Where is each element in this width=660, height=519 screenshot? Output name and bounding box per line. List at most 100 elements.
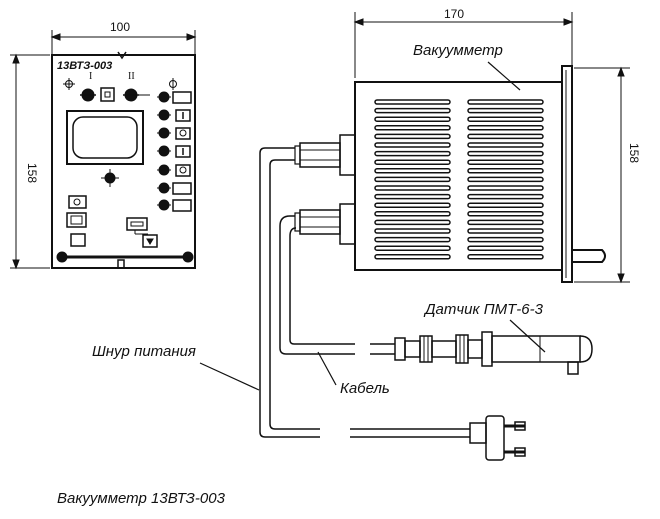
vent-slat bbox=[374, 245, 451, 251]
cable-leader bbox=[317, 351, 337, 386]
sensor-socket[interactable] bbox=[294, 203, 356, 245]
power-cord-inner bbox=[269, 159, 320, 430]
front-width-label: 100 bbox=[110, 20, 130, 34]
vent-slat bbox=[374, 133, 451, 140]
vent-slat bbox=[467, 107, 544, 114]
control-button-6[interactable] bbox=[172, 182, 192, 195]
sensor-pmt bbox=[394, 331, 593, 375]
side-handle-knob bbox=[572, 249, 606, 263]
top-mount-icon bbox=[117, 51, 127, 60]
vent-slat bbox=[467, 142, 544, 148]
vent-slat bbox=[467, 236, 544, 243]
vent-slat bbox=[374, 254, 451, 260]
vent-slat bbox=[467, 168, 544, 174]
control-button-5[interactable] bbox=[175, 164, 191, 177]
range-indicator-right bbox=[169, 78, 177, 90]
vent-slat bbox=[374, 202, 451, 208]
side-width-dimension bbox=[353, 12, 574, 78]
display-screen bbox=[72, 116, 138, 159]
control-knob-6[interactable] bbox=[157, 182, 171, 194]
sensor-connector-nut bbox=[394, 337, 406, 361]
side-title: Вакуумметр bbox=[413, 42, 503, 59]
power-switch[interactable] bbox=[68, 195, 87, 209]
adjust-knob[interactable] bbox=[101, 169, 119, 187]
vent-slat bbox=[467, 150, 544, 157]
display-window bbox=[66, 110, 144, 165]
side-view: 170 158 Вакуумметр bbox=[294, 7, 641, 284]
vent-slat bbox=[467, 176, 544, 183]
range-button-center-inner bbox=[104, 91, 111, 98]
control-knob-7[interactable] bbox=[157, 199, 171, 211]
zero-button[interactable] bbox=[66, 212, 87, 228]
side-height-dimension bbox=[574, 66, 630, 284]
vent-slat bbox=[467, 254, 544, 260]
control-knob-2[interactable] bbox=[157, 109, 171, 121]
sensor-pin bbox=[567, 361, 579, 375]
sensor-cable-outer bbox=[279, 215, 355, 355]
front-height-dimension bbox=[10, 53, 50, 270]
vent-slat bbox=[374, 211, 451, 217]
vent-slat bbox=[467, 185, 544, 191]
front-panel: 100 158 13ВТЗ-003 I II bbox=[10, 20, 197, 270]
model-label: 13ВТЗ-003 bbox=[57, 60, 112, 72]
vent-slat bbox=[374, 159, 451, 165]
vent-slat bbox=[467, 245, 544, 251]
vent-slat bbox=[374, 236, 451, 243]
sensor-tube bbox=[491, 335, 581, 363]
vent-slat bbox=[467, 193, 544, 200]
side-height-label: 158 bbox=[627, 143, 641, 163]
power-cord-leader bbox=[199, 362, 260, 391]
front-height-label: 158 bbox=[25, 163, 39, 183]
control-button-2[interactable] bbox=[175, 109, 191, 122]
vent-slat bbox=[374, 228, 451, 234]
range-button-center[interactable] bbox=[100, 87, 115, 102]
vent-slat bbox=[374, 219, 451, 226]
vent-slat bbox=[467, 211, 544, 217]
ground-terminal[interactable] bbox=[142, 234, 158, 248]
vent-slat bbox=[467, 125, 544, 131]
vent-slat bbox=[374, 150, 451, 157]
vent-slat bbox=[374, 142, 451, 148]
power-plug bbox=[469, 415, 526, 461]
vent-slat bbox=[374, 99, 451, 105]
control-button-3[interactable] bbox=[175, 127, 191, 140]
power-cord-outer bbox=[259, 147, 320, 438]
range-label-2: II bbox=[128, 71, 135, 82]
control-knob-3[interactable] bbox=[157, 127, 171, 139]
control-knob-4[interactable] bbox=[157, 145, 171, 157]
side-title-leader bbox=[487, 61, 521, 91]
range-label-1: I bbox=[89, 71, 92, 82]
vent-slat bbox=[467, 228, 544, 234]
vent-grill-left bbox=[374, 99, 451, 260]
power-cord-label: Шнур питания bbox=[92, 343, 196, 360]
front-width-dimension bbox=[50, 30, 197, 55]
control-button-4[interactable] bbox=[175, 145, 191, 158]
cables bbox=[259, 147, 470, 438]
front-handle bbox=[56, 251, 194, 268]
vent-slat bbox=[374, 125, 451, 131]
sensor-label: Датчик ПМТ-6-3 bbox=[423, 301, 544, 318]
vent-slat bbox=[467, 116, 544, 122]
sensor-cable-inner bbox=[289, 227, 355, 345]
control-button-7[interactable] bbox=[172, 199, 192, 212]
range-switch-2[interactable] bbox=[123, 88, 139, 102]
caption: Вакуумметр 13ВТЗ-003 bbox=[57, 490, 226, 507]
range-switch-1[interactable] bbox=[80, 88, 96, 102]
side-width-label: 170 bbox=[444, 7, 464, 21]
vent-slat bbox=[374, 176, 451, 183]
vent-slat bbox=[374, 116, 451, 122]
control-button-1[interactable] bbox=[172, 91, 192, 104]
fuse-holder[interactable] bbox=[126, 217, 148, 231]
vent-slat bbox=[374, 107, 451, 114]
range-indicator-left bbox=[63, 78, 75, 90]
vent-slat bbox=[374, 168, 451, 174]
sensor-label-leader bbox=[509, 319, 546, 353]
vent-slat bbox=[374, 185, 451, 191]
cable-label: Кабель bbox=[340, 380, 390, 397]
control-knob-5[interactable] bbox=[157, 164, 171, 176]
vent-grill-right bbox=[467, 99, 544, 260]
power-socket[interactable] bbox=[294, 134, 356, 176]
control-knob-1[interactable] bbox=[157, 91, 171, 103]
